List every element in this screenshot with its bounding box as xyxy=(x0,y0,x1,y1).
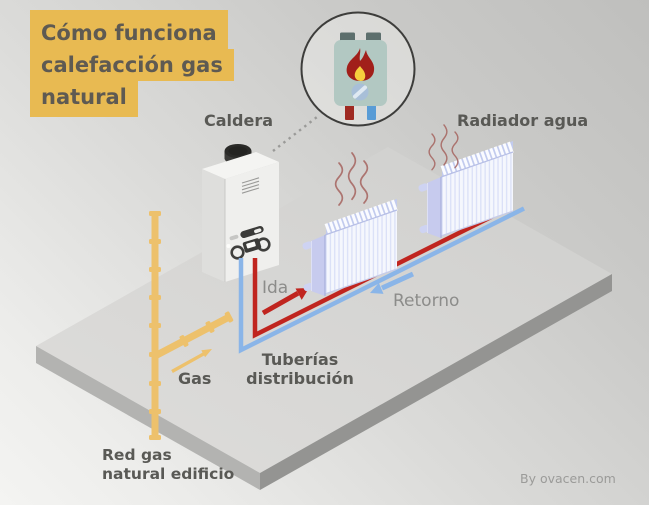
supply-flow-arrow xyxy=(261,288,309,316)
label-red-gas-natural: Red gas natural edificio xyxy=(102,446,242,484)
floor-platform xyxy=(36,147,612,490)
boiler-unit xyxy=(202,144,279,282)
label-red-gas-line-1: Red gas xyxy=(102,446,172,464)
return-flow-arrow xyxy=(370,271,415,294)
boiler-icon xyxy=(334,32,387,120)
label-tuberias-line-2: distribución xyxy=(246,369,354,388)
title-line-1: Cómo funciona xyxy=(30,10,228,49)
title-block: Cómo funciona calefacción gas natural xyxy=(30,10,234,117)
label-tuberias-line-1: Tuberías xyxy=(261,350,339,369)
return-pipe xyxy=(238,206,526,354)
title-line-3: natural xyxy=(30,81,138,117)
gas-pipe xyxy=(149,211,234,440)
flame-icon xyxy=(346,48,375,81)
label-ida: Ida xyxy=(262,278,289,298)
badge-connector-dotted-line xyxy=(272,116,318,152)
title-line-2: calefacción gas xyxy=(30,49,234,81)
gas-flow-arrow xyxy=(171,349,212,373)
label-red-gas-line-2: natural edificio xyxy=(102,465,235,483)
credit-text: By ovacen.com xyxy=(520,471,616,486)
label-radiador-agua: Radiador agua xyxy=(457,111,589,130)
boiler-badge xyxy=(300,11,416,127)
label-tuberias-distribucion: Tuberías distribución xyxy=(240,350,360,388)
dial-icon xyxy=(351,83,369,101)
label-gas: Gas xyxy=(178,369,212,388)
boiler-control-knobs xyxy=(226,237,271,260)
label-caldera: Caldera xyxy=(204,111,274,130)
label-retorno: Retorno xyxy=(393,291,460,311)
supply-pipe xyxy=(252,204,514,339)
boiler-display xyxy=(229,226,264,241)
boiler-vent-lines xyxy=(241,177,260,194)
